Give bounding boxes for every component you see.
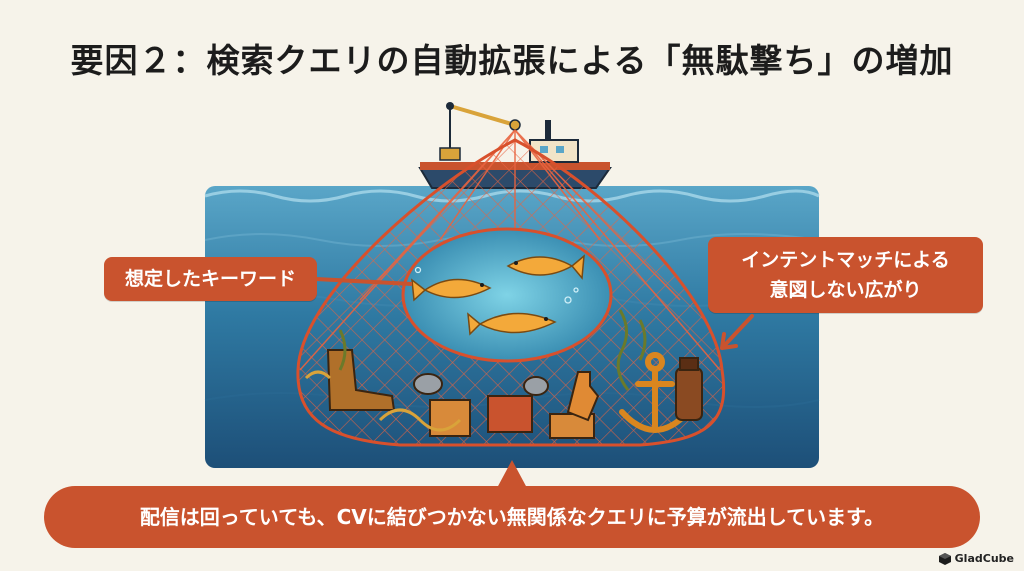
left-callout-pointer: [315, 277, 413, 286]
jar-icon: [675, 357, 703, 421]
fish-icon: [467, 312, 557, 336]
brand-name: GladCube: [954, 552, 1014, 565]
bottle-icon: [566, 371, 600, 422]
intent-match-line-1: インテントマッチによる: [741, 249, 950, 271]
bottom-banner-pointer: [497, 460, 527, 488]
bubbles: [414, 266, 579, 304]
page-title: 要因２：検索クエリの自動拡張による「無駄撃ち」の増加: [70, 41, 954, 80]
intended-keyword-label: 想定したキーワード: [124, 268, 296, 290]
brand-logo: GladCube: [938, 552, 1014, 565]
cube-logo-icon: [938, 552, 951, 565]
boot-icon: [326, 349, 396, 411]
fish-icon: [506, 254, 585, 280]
intent-match-line-2: 意図しない広がり: [769, 279, 922, 301]
rope-debris: [304, 370, 462, 432]
intent-match-callout: インテントマッチによる 意図しない広がり: [708, 237, 983, 313]
right-callout-arrow: [720, 314, 754, 350]
fish-icon: [411, 278, 492, 302]
intended-keyword-callout: 想定したキーワード: [104, 257, 317, 301]
target-keyword-zone: [401, 227, 613, 363]
conclusion-banner: 配信は回っていても、CVに結びつかない無関係なクエリに予算が流出しています。: [44, 486, 980, 548]
seaweed-icon: [338, 309, 647, 391]
